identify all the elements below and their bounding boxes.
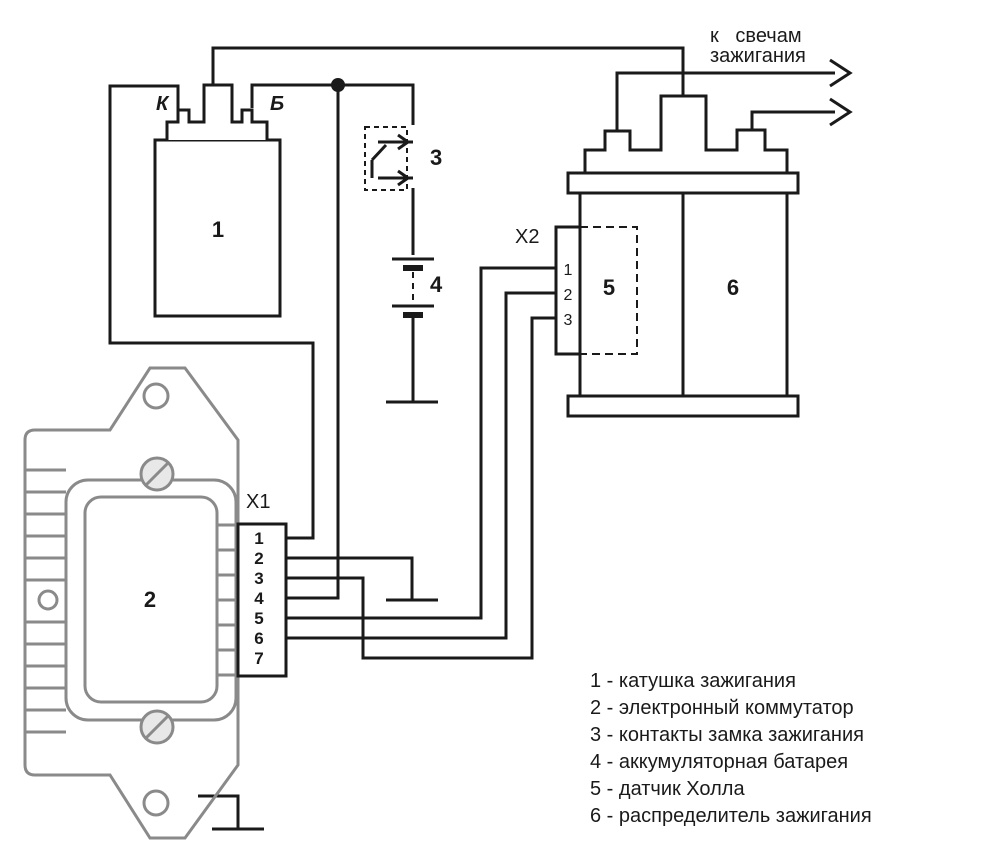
- legend-item: 1 - катушка зажигания: [590, 670, 796, 692]
- commutator-cooling-fins: [25, 468, 238, 734]
- battery-number: 4: [430, 272, 443, 297]
- mounting-hole: [142, 382, 170, 410]
- x1-pin-label: 6: [254, 629, 263, 648]
- x1-pin-labels: 1 2 3 4 5 6 7: [254, 529, 264, 668]
- x1-connector: [236, 522, 288, 678]
- side-hole: [37, 589, 59, 611]
- distributor: [554, 94, 800, 418]
- spark-plug-arrows: [829, 58, 853, 127]
- legend: 1 - катушка зажигания 2 - электронный ко…: [590, 670, 872, 827]
- cooling-fin: [25, 468, 66, 734]
- x1-pin-label: 1: [254, 529, 263, 548]
- ignition-switch: [364, 126, 413, 191]
- x1-pin-label: 3: [254, 569, 263, 588]
- arrow-icon: [829, 58, 853, 88]
- x2-pin-label: 1: [564, 262, 573, 279]
- wire-x1-5-to-x2-1: [286, 266, 556, 620]
- wire-x1-3-to-x2-3: [286, 316, 556, 660]
- wire-to-spark-plug-1: [615, 71, 835, 131]
- x1-pin-label: 2: [254, 549, 263, 568]
- battery: [392, 257, 434, 318]
- wire-coil-k-to-x1-1: [108, 84, 315, 540]
- distributor-cap: [583, 94, 789, 173]
- legend-item: 3 - контакты замка зажигания: [590, 724, 864, 746]
- legend-item: 6 - распределитель зажигания: [590, 805, 872, 827]
- wire-commutator-ground: [198, 794, 240, 829]
- legend-item: 5 - датчик Холла: [590, 778, 745, 800]
- arrow-icon: [829, 97, 853, 127]
- wire-to-spark-plug-2: [750, 110, 835, 130]
- coil-number: 1: [212, 217, 224, 242]
- ground-symbols: [212, 400, 438, 831]
- distributor-bottom-flange: [566, 394, 800, 418]
- switch-dashed-box: [364, 126, 408, 191]
- x1-pin-label: 5: [254, 609, 263, 628]
- screw-slot: [144, 714, 170, 740]
- coil-top-terminals: [165, 83, 269, 140]
- legend-item: 4 - аккумуляторная батарея: [590, 751, 848, 773]
- wire-b-to-x1-4: [286, 85, 340, 600]
- wire-x1-6-to-x2-2: [286, 291, 556, 640]
- legend-item: 2 - электронный коммутатор: [590, 697, 854, 719]
- mounting-hole: [142, 789, 170, 817]
- x1-pin-label: 4: [254, 589, 264, 608]
- hall-sensor-dashed-box: [579, 226, 638, 355]
- junction-dot: [331, 78, 345, 92]
- x2-pin-labels: 1 2 3: [564, 262, 573, 329]
- coil-terminal-b-label: Б: [270, 93, 284, 115]
- wire-coil-high-voltage: [211, 46, 685, 96]
- wire-x1-2-ground: [286, 556, 414, 600]
- spark-plugs-label-line1: к свечам: [710, 25, 802, 47]
- distributor-number: 6: [727, 275, 739, 300]
- switch-lever: [370, 143, 388, 162]
- spark-plugs-label-line2: зажигания: [710, 45, 806, 67]
- x2-pin-label: 3: [564, 312, 573, 329]
- electronic-commutator: [23, 366, 240, 840]
- screw-slot: [144, 461, 170, 487]
- cooling-fin: [217, 523, 238, 677]
- switch-number: 3: [430, 145, 442, 170]
- ignition-coil: [153, 83, 282, 318]
- hall-sensor-number: 5: [603, 275, 615, 300]
- connector-x2-label: X2: [515, 226, 539, 248]
- arrow-icon: [397, 169, 411, 187]
- wires: [108, 46, 835, 829]
- coil-terminal-k-label: К: [156, 93, 170, 115]
- connector-x1-label: X1: [246, 491, 270, 513]
- x2-pin-label: 2: [564, 287, 573, 304]
- commutator-number: 2: [144, 587, 156, 612]
- x2-connector: [554, 225, 582, 356]
- distributor-top-flange: [566, 171, 800, 195]
- commutator-outer-shell: [23, 366, 240, 840]
- x1-pin-label: 7: [254, 649, 263, 668]
- arrow-icon: [397, 133, 411, 151]
